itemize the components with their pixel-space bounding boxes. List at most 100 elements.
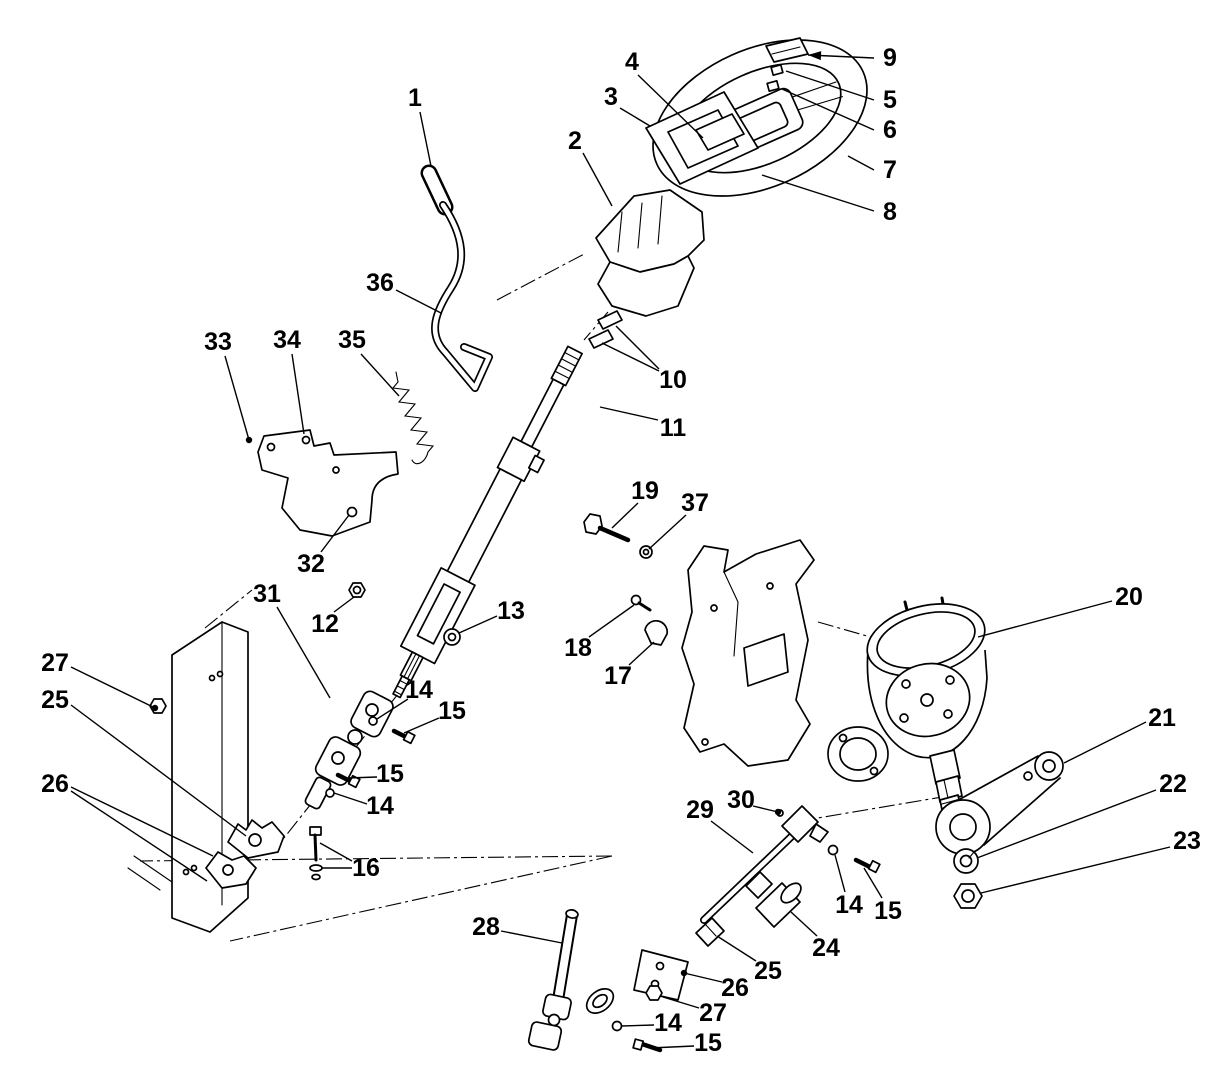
leader-line <box>419 111 432 167</box>
washer-14-upper <box>368 716 378 726</box>
leader-line <box>276 606 331 699</box>
callout-27: 27 <box>41 649 69 677</box>
leader-arrowhead <box>808 51 822 61</box>
callout-32: 32 <box>297 550 325 578</box>
callout-18: 18 <box>564 634 592 662</box>
cap-screw-6 <box>766 79 780 93</box>
leader-line <box>980 846 1171 894</box>
shaft-keys <box>588 310 623 349</box>
leader-line <box>611 502 639 529</box>
callout-21: 21 <box>1148 704 1176 732</box>
leader-line <box>582 152 613 207</box>
leader-line <box>976 789 1157 859</box>
callout-14: 14 <box>835 891 863 919</box>
callout-28: 28 <box>472 913 500 941</box>
callout-26: 26 <box>41 770 69 798</box>
leader-line <box>781 88 875 131</box>
callout-35: 35 <box>338 326 366 354</box>
callout-29: 29 <box>686 796 714 824</box>
callout-10: 10 <box>659 366 687 394</box>
callout-14: 14 <box>366 792 394 820</box>
lower-steering-arm <box>527 909 615 1051</box>
leader-line <box>628 641 655 666</box>
leader-line <box>360 353 400 397</box>
leader-line <box>834 854 846 893</box>
callout-17: 17 <box>604 662 632 690</box>
leader-line <box>224 355 250 441</box>
callout-14: 14 <box>654 1009 682 1037</box>
leader-line <box>761 174 875 212</box>
callout-24: 24 <box>812 934 840 962</box>
callout-7: 7 <box>883 156 897 184</box>
support-bracket <box>681 539 815 767</box>
leader-dot <box>680 969 688 977</box>
callout-2: 2 <box>568 127 582 155</box>
callout-25: 25 <box>41 686 69 714</box>
leader-line <box>785 70 875 101</box>
washer-14-lower <box>325 788 335 798</box>
callout-5: 5 <box>883 86 897 114</box>
leader-line <box>347 776 378 779</box>
frame-channel <box>127 621 249 933</box>
leader-line <box>601 342 660 372</box>
leader-line <box>710 820 754 854</box>
leader-line <box>649 1045 695 1049</box>
leader-line <box>319 842 353 862</box>
pitman-arm <box>935 751 1064 855</box>
callout-36: 36 <box>366 269 394 297</box>
leader-line <box>403 717 440 734</box>
callout-27: 27 <box>699 999 727 1027</box>
bolt-15-bottom <box>632 1038 663 1053</box>
leader-line <box>333 596 355 613</box>
leader-line <box>70 666 156 709</box>
callout-16: 16 <box>352 854 380 882</box>
washer-13 <box>443 628 461 646</box>
callout-4: 4 <box>625 48 639 76</box>
horn-cap <box>765 37 809 63</box>
steering-arm-left <box>205 819 285 889</box>
cap-screw-5 <box>770 63 784 77</box>
callout-23: 23 <box>1173 827 1201 855</box>
callout-31: 31 <box>253 580 281 608</box>
callout-22: 22 <box>1159 770 1187 798</box>
leader-line <box>790 911 818 937</box>
callout-15: 15 <box>694 1029 722 1057</box>
callout-15: 15 <box>376 760 404 788</box>
leader-line <box>863 867 883 899</box>
mounting-bracket <box>257 429 399 537</box>
callout-19: 19 <box>631 477 659 505</box>
leader-line <box>752 805 779 813</box>
nut-12 <box>348 582 366 598</box>
leader-line <box>70 790 208 882</box>
leader-line <box>621 1024 655 1027</box>
callout-1: 1 <box>408 84 422 112</box>
leader-line <box>599 406 659 421</box>
leader-line <box>716 935 757 962</box>
callout-25: 25 <box>754 957 782 985</box>
callout-13: 13 <box>497 597 525 625</box>
lever-rod <box>431 201 493 392</box>
callout-20: 20 <box>1115 583 1143 611</box>
clamp-17 <box>644 619 669 646</box>
washer-14-right <box>827 844 839 856</box>
callout-15: 15 <box>438 697 466 725</box>
column-cover <box>595 189 705 317</box>
steering-gear <box>827 596 988 816</box>
leader-line <box>70 704 247 837</box>
leader-line <box>683 972 723 983</box>
callout-33: 33 <box>204 328 232 356</box>
lock-washer-22 <box>953 848 979 874</box>
bolt-15-right <box>853 857 881 874</box>
leader-dot <box>774 808 782 816</box>
leader-line <box>70 786 214 857</box>
nut-27-right <box>645 985 663 1001</box>
u-joint-assembly <box>304 690 394 810</box>
leader-line <box>648 514 687 550</box>
leader-line <box>333 792 368 805</box>
steering-column-shaft <box>392 345 583 699</box>
leader-line <box>320 514 350 553</box>
callout-30: 30 <box>727 786 755 814</box>
callout-8: 8 <box>883 198 897 226</box>
